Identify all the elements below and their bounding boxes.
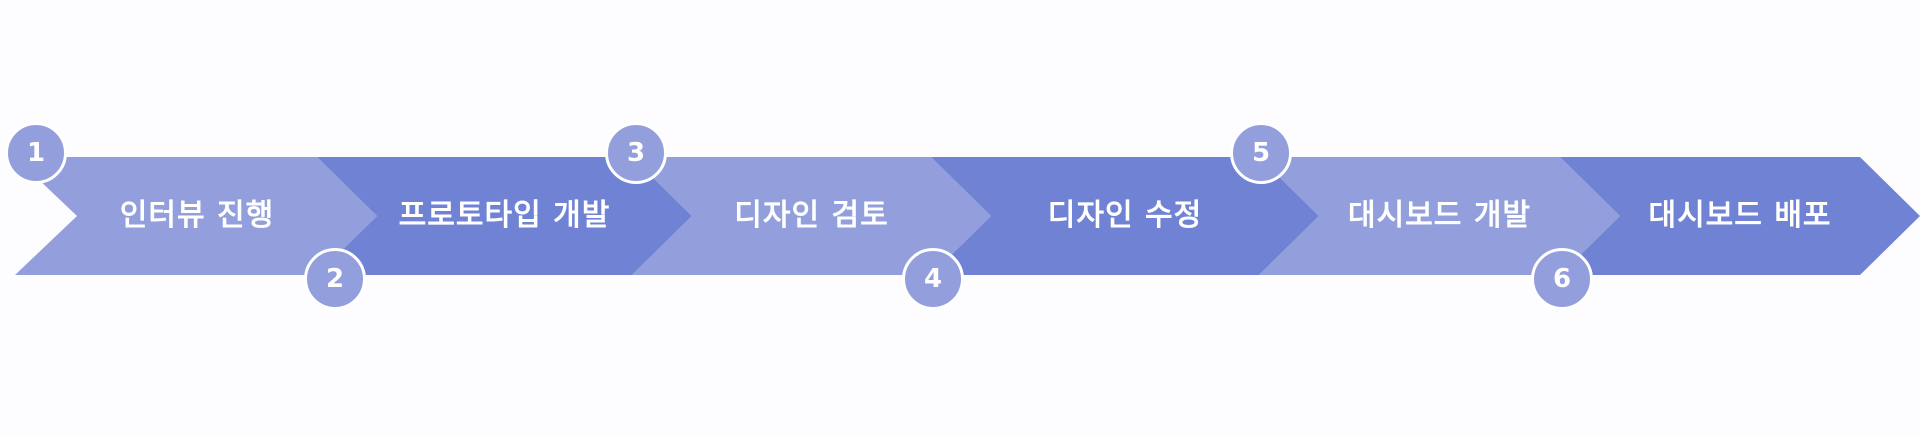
- step-label-4: 디자인 수정: [1047, 198, 1203, 233]
- step-number-badge-4: 4: [902, 248, 964, 310]
- chevron-step-3: [632, 157, 991, 275]
- step-label-5: 대시보드 개발: [1347, 198, 1532, 233]
- chevron-step-1: [15, 157, 377, 275]
- step-label-3: 디자인 검토: [734, 198, 889, 233]
- step-number-badge-5: 5: [1230, 122, 1292, 184]
- step-number-badge-3: 3: [605, 122, 667, 184]
- step-number-badge-6: 6: [1531, 248, 1593, 310]
- chevron-step-5: [1259, 157, 1620, 275]
- chevron-step-4: [931, 157, 1319, 275]
- chevron-step-6: [1560, 157, 1920, 275]
- step-number-badge-1: 1: [5, 122, 67, 184]
- step-label-2: 프로토타입 개발: [398, 198, 611, 233]
- step-label-1: 인터뷰 진행: [119, 198, 275, 233]
- step-label-6: 대시보드 배포: [1648, 198, 1832, 233]
- step-number-badge-2: 2: [304, 248, 366, 310]
- chevron-step-2: [317, 157, 692, 275]
